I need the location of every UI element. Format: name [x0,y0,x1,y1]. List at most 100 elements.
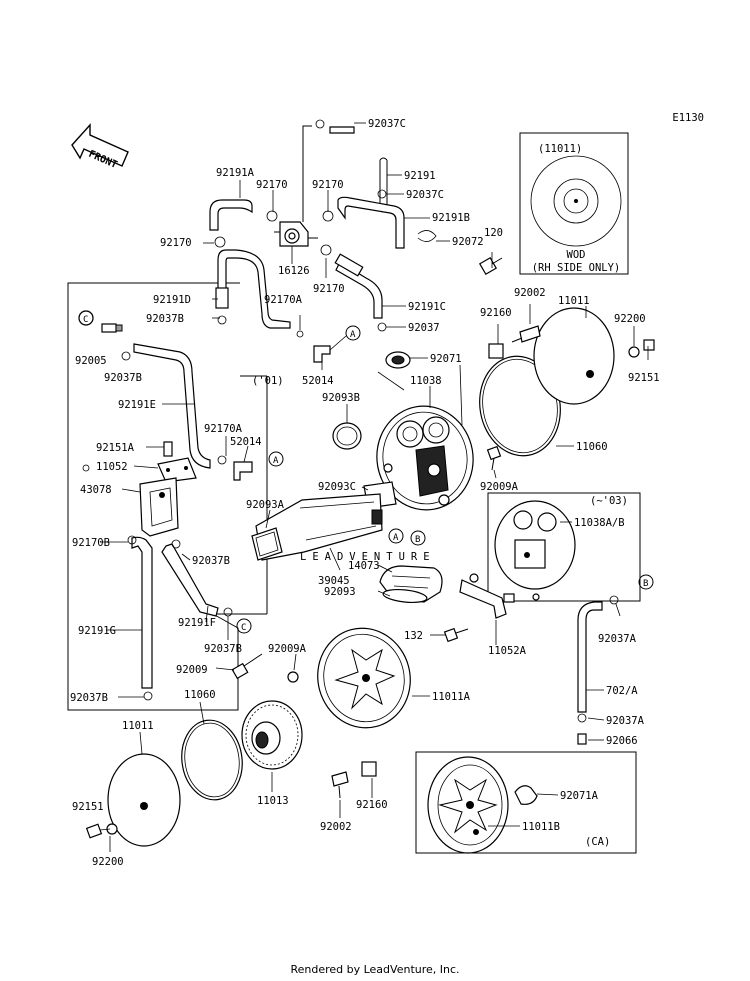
part-label: 52014 [230,436,262,448]
spacer-92160-icon [361,761,377,777]
hose-92191D [215,249,291,329]
part-label: 92170B [72,537,110,549]
gasket-92093B-icon [332,422,362,450]
part-label: 92072 [452,236,484,248]
bolt-92009-icon [231,653,263,680]
part-label: 11013 [257,795,289,807]
ca-label: (CA) [585,836,610,848]
part-label: 92170A [264,294,303,306]
cover-11011-right [533,307,615,405]
part-label: 92005 [75,355,107,367]
part-label: 92160 [480,307,512,319]
part-label: 92037A [598,633,637,645]
part-labels: 92037C 92191 92037C 92191A 92170 92170 9… [70,118,660,868]
hose-92191B [337,196,405,249]
part-label: 92071A [560,790,599,802]
part-label: 92037B [146,313,184,325]
part-label: 92170 [312,179,344,191]
part-label: 11038 [410,375,442,387]
hose-702A [577,595,619,745]
gasket-92093-icon [382,589,428,603]
part-label: 92037B [192,555,230,567]
baseplate-11011A [317,627,411,729]
part-label: 92191C [408,301,446,313]
bolt-132-icon [443,627,469,643]
svg-text:C: C [83,315,88,325]
bolt-92009A-icon [287,671,299,683]
part-label: 52014 [302,375,334,387]
hose-92191A [209,199,253,231]
part-label: 132 [404,630,423,642]
part-label: 39045 [318,575,350,587]
gasket-92093A-icon [251,527,283,561]
hose-92191 [329,126,388,213]
part-label: 92200 [614,313,646,325]
spacer-92160-right-icon [488,343,504,359]
part-label: 92037B [204,643,242,655]
year-03-label: (~'03) [590,495,628,507]
fitting-52014-inset [233,461,253,481]
part-label: 11011A [432,691,471,703]
hose-92191G [131,536,153,689]
part-label: 92002 [320,821,352,833]
canister-43078-icon [139,477,179,537]
part-label: 92151 [72,801,104,813]
stud-92002-right-icon [511,325,541,343]
part-label: 11011 [558,295,590,307]
svg-text:A: A [273,456,279,466]
part-label: 11011 [122,720,154,732]
part-label: 11060 [576,441,608,453]
part-label: 92151A [96,442,135,454]
part-label: 92037A [606,715,645,727]
part-label: 92191F [178,617,216,629]
part-label: 14073 [348,560,380,572]
part-label: 92009A [268,643,307,655]
part-label: 92037B [70,692,108,704]
leader-lines [99,122,649,852]
part-label: 92170A [204,423,243,435]
part-label: 11052 [96,461,128,473]
bolt-120-icon [478,256,503,276]
part-label: 702/A [606,685,638,697]
part-label: 92037B [104,372,142,384]
part-label: 92151 [628,372,660,384]
wod-part-label: (11011) [538,143,582,155]
part-label: 92191D [153,294,191,306]
bolt-92009A-right-icon [486,445,502,471]
wod-label: WOD [567,249,586,261]
part-label: 92037C [368,118,406,130]
part-label: 92037C [406,189,444,201]
hose-92191E [133,343,211,469]
part-label: 92002 [514,287,546,299]
housing-11038 [376,364,474,511]
year-01-label: ('01) [252,375,284,387]
wod-inset: (11011) WOD (RH SIDE ONLY) [519,132,629,275]
callout-letter-a: A A A [268,325,404,544]
part-label: 11052A [488,645,527,657]
callout-letter-b: B B [410,530,654,590]
part-label: 92071 [430,353,462,365]
wod-note: (RH SIDE ONLY) [532,262,621,274]
duct-39045 [255,493,383,561]
part-label: 92170 [160,237,192,249]
part-label: 92037 [408,322,440,334]
part-label: 92170 [256,179,288,191]
front-arrow-icon: FRONT [71,123,129,171]
bolt-92151-front-icon [85,823,118,839]
part-label: 92191 [404,170,436,182]
part-label: 92191B [432,212,470,224]
part-label: 92093 [324,586,356,598]
part-label: 16126 [278,265,310,277]
diagram-code: E1130 [672,112,704,124]
bracket-11052A [459,573,515,619]
cover-11011-front [107,753,181,847]
svg-text:A: A [393,533,399,543]
part-label: 120 [484,227,503,239]
part-label: 92066 [606,735,638,747]
year-03-inset: (~'03) [487,492,641,602]
ca-inset: (CA) [415,751,637,854]
ring-11060-icon [181,719,243,801]
svg-text:B: B [415,535,420,545]
callout-letter-c: C C [78,310,252,634]
